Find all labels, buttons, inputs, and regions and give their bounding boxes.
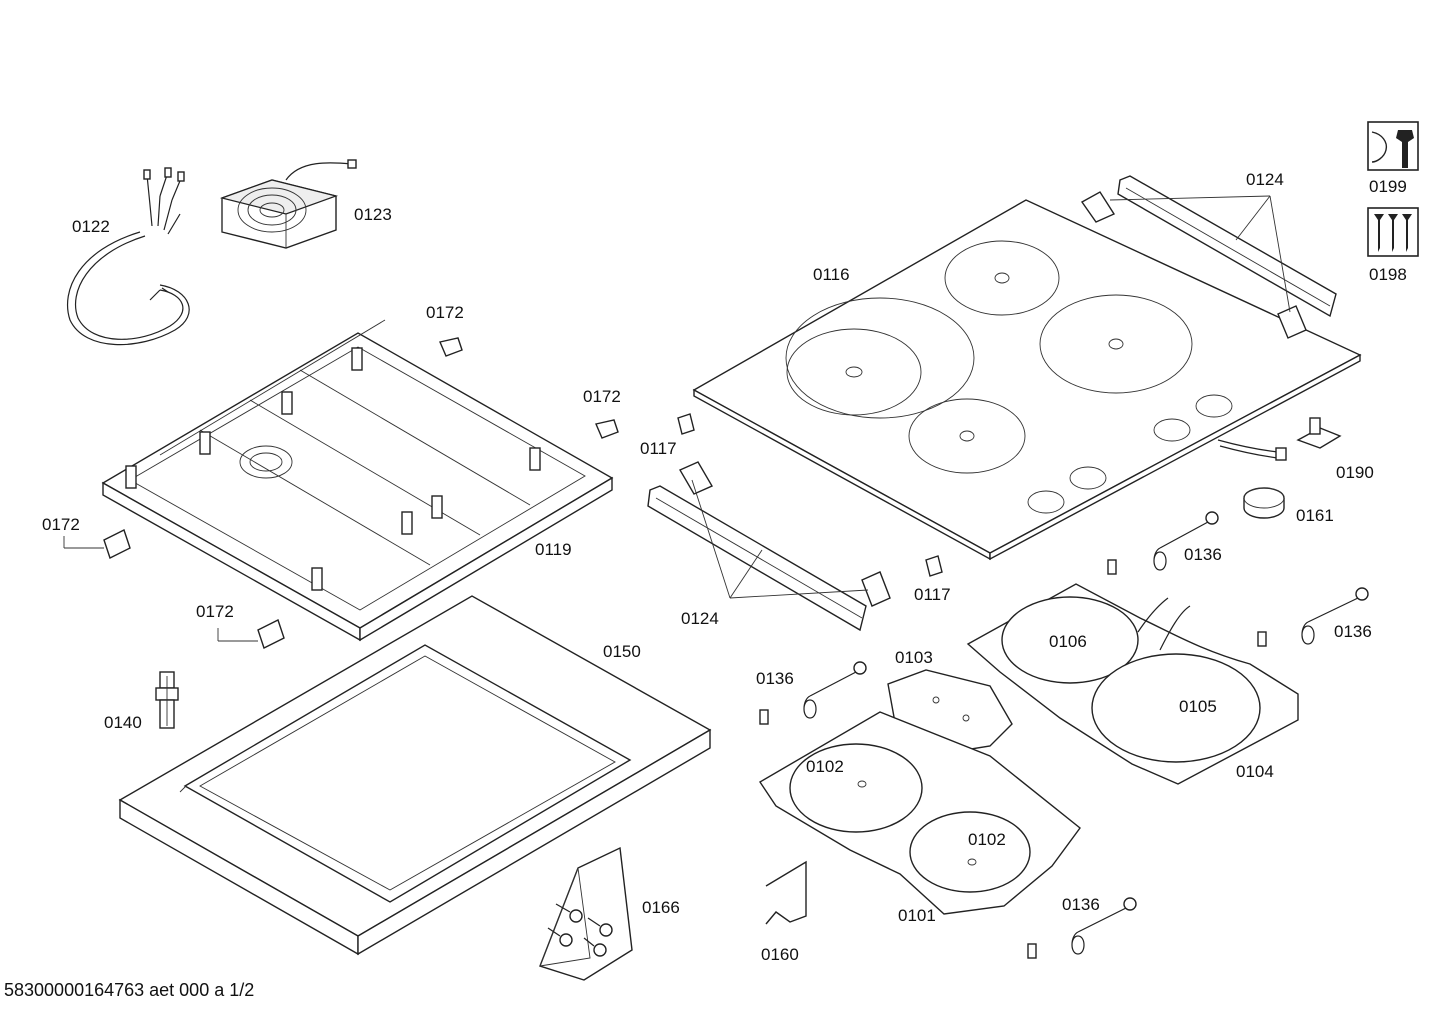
label-0101: 0101 — [898, 906, 936, 925]
label-0124: 0124 — [681, 609, 719, 628]
label-0117: 0117 — [914, 585, 951, 604]
induction-tray-part — [759, 711, 1081, 915]
label-0136: 0136 — [1184, 545, 1222, 564]
document-id: 58300000164763 aet 000 a 1/2 — [4, 980, 255, 1000]
fan-part — [219, 159, 357, 249]
cable-harness-part — [66, 167, 190, 346]
label-0172: 0172 — [426, 303, 464, 322]
label-0172: 0172 — [196, 602, 234, 621]
label-0117: 0117 — [640, 439, 677, 458]
induction-tray-part — [966, 583, 1299, 785]
label-0102: 0102 — [806, 757, 844, 776]
label-0190: 0190 — [1336, 463, 1374, 482]
label-0198: 0198 — [1369, 265, 1407, 284]
label-0172: 0172 — [583, 387, 621, 406]
label-0106: 0106 — [1049, 632, 1087, 651]
label-0136: 0136 — [1062, 895, 1100, 914]
label-0104: 0104 — [1236, 762, 1274, 781]
label-0123: 0123 — [354, 205, 392, 224]
label-0166: 0166 — [642, 898, 680, 917]
wrench-icon — [1367, 121, 1419, 171]
label-0116: 0116 — [813, 265, 850, 284]
glass-cooktop-part — [692, 199, 1362, 561]
plug-part — [155, 671, 179, 729]
label-0136: 0136 — [756, 669, 794, 688]
label-0136: 0136 — [1334, 622, 1372, 641]
screw-bag-part — [539, 846, 633, 981]
label-0140: 0140 — [104, 713, 142, 732]
label-0199: 0199 — [1369, 177, 1407, 196]
knob-part — [1243, 487, 1285, 519]
label-0103: 0103 — [895, 648, 933, 667]
label-0105: 0105 — [1179, 697, 1217, 716]
sensor-part — [1217, 417, 1342, 461]
label-0119: 0119 — [535, 540, 572, 559]
frame-part — [118, 595, 712, 956]
label-0172: 0172 — [42, 515, 80, 534]
bracket-part — [647, 175, 1337, 632]
shield-clip-part — [765, 860, 807, 925]
spring-clip-part — [677, 413, 943, 577]
label-0160: 0160 — [761, 945, 799, 964]
label-0122: 0122 — [72, 217, 110, 236]
label-0150: 0150 — [603, 642, 641, 661]
temperature-sensor-part — [759, 511, 1369, 959]
label-0102: 0102 — [968, 830, 1006, 849]
base-housing-part — [101, 319, 614, 642]
clip-part — [63, 337, 619, 649]
screws-icon — [1367, 207, 1419, 257]
label-0161: 0161 — [1296, 506, 1334, 525]
label-0124: 0124 — [1246, 170, 1284, 189]
